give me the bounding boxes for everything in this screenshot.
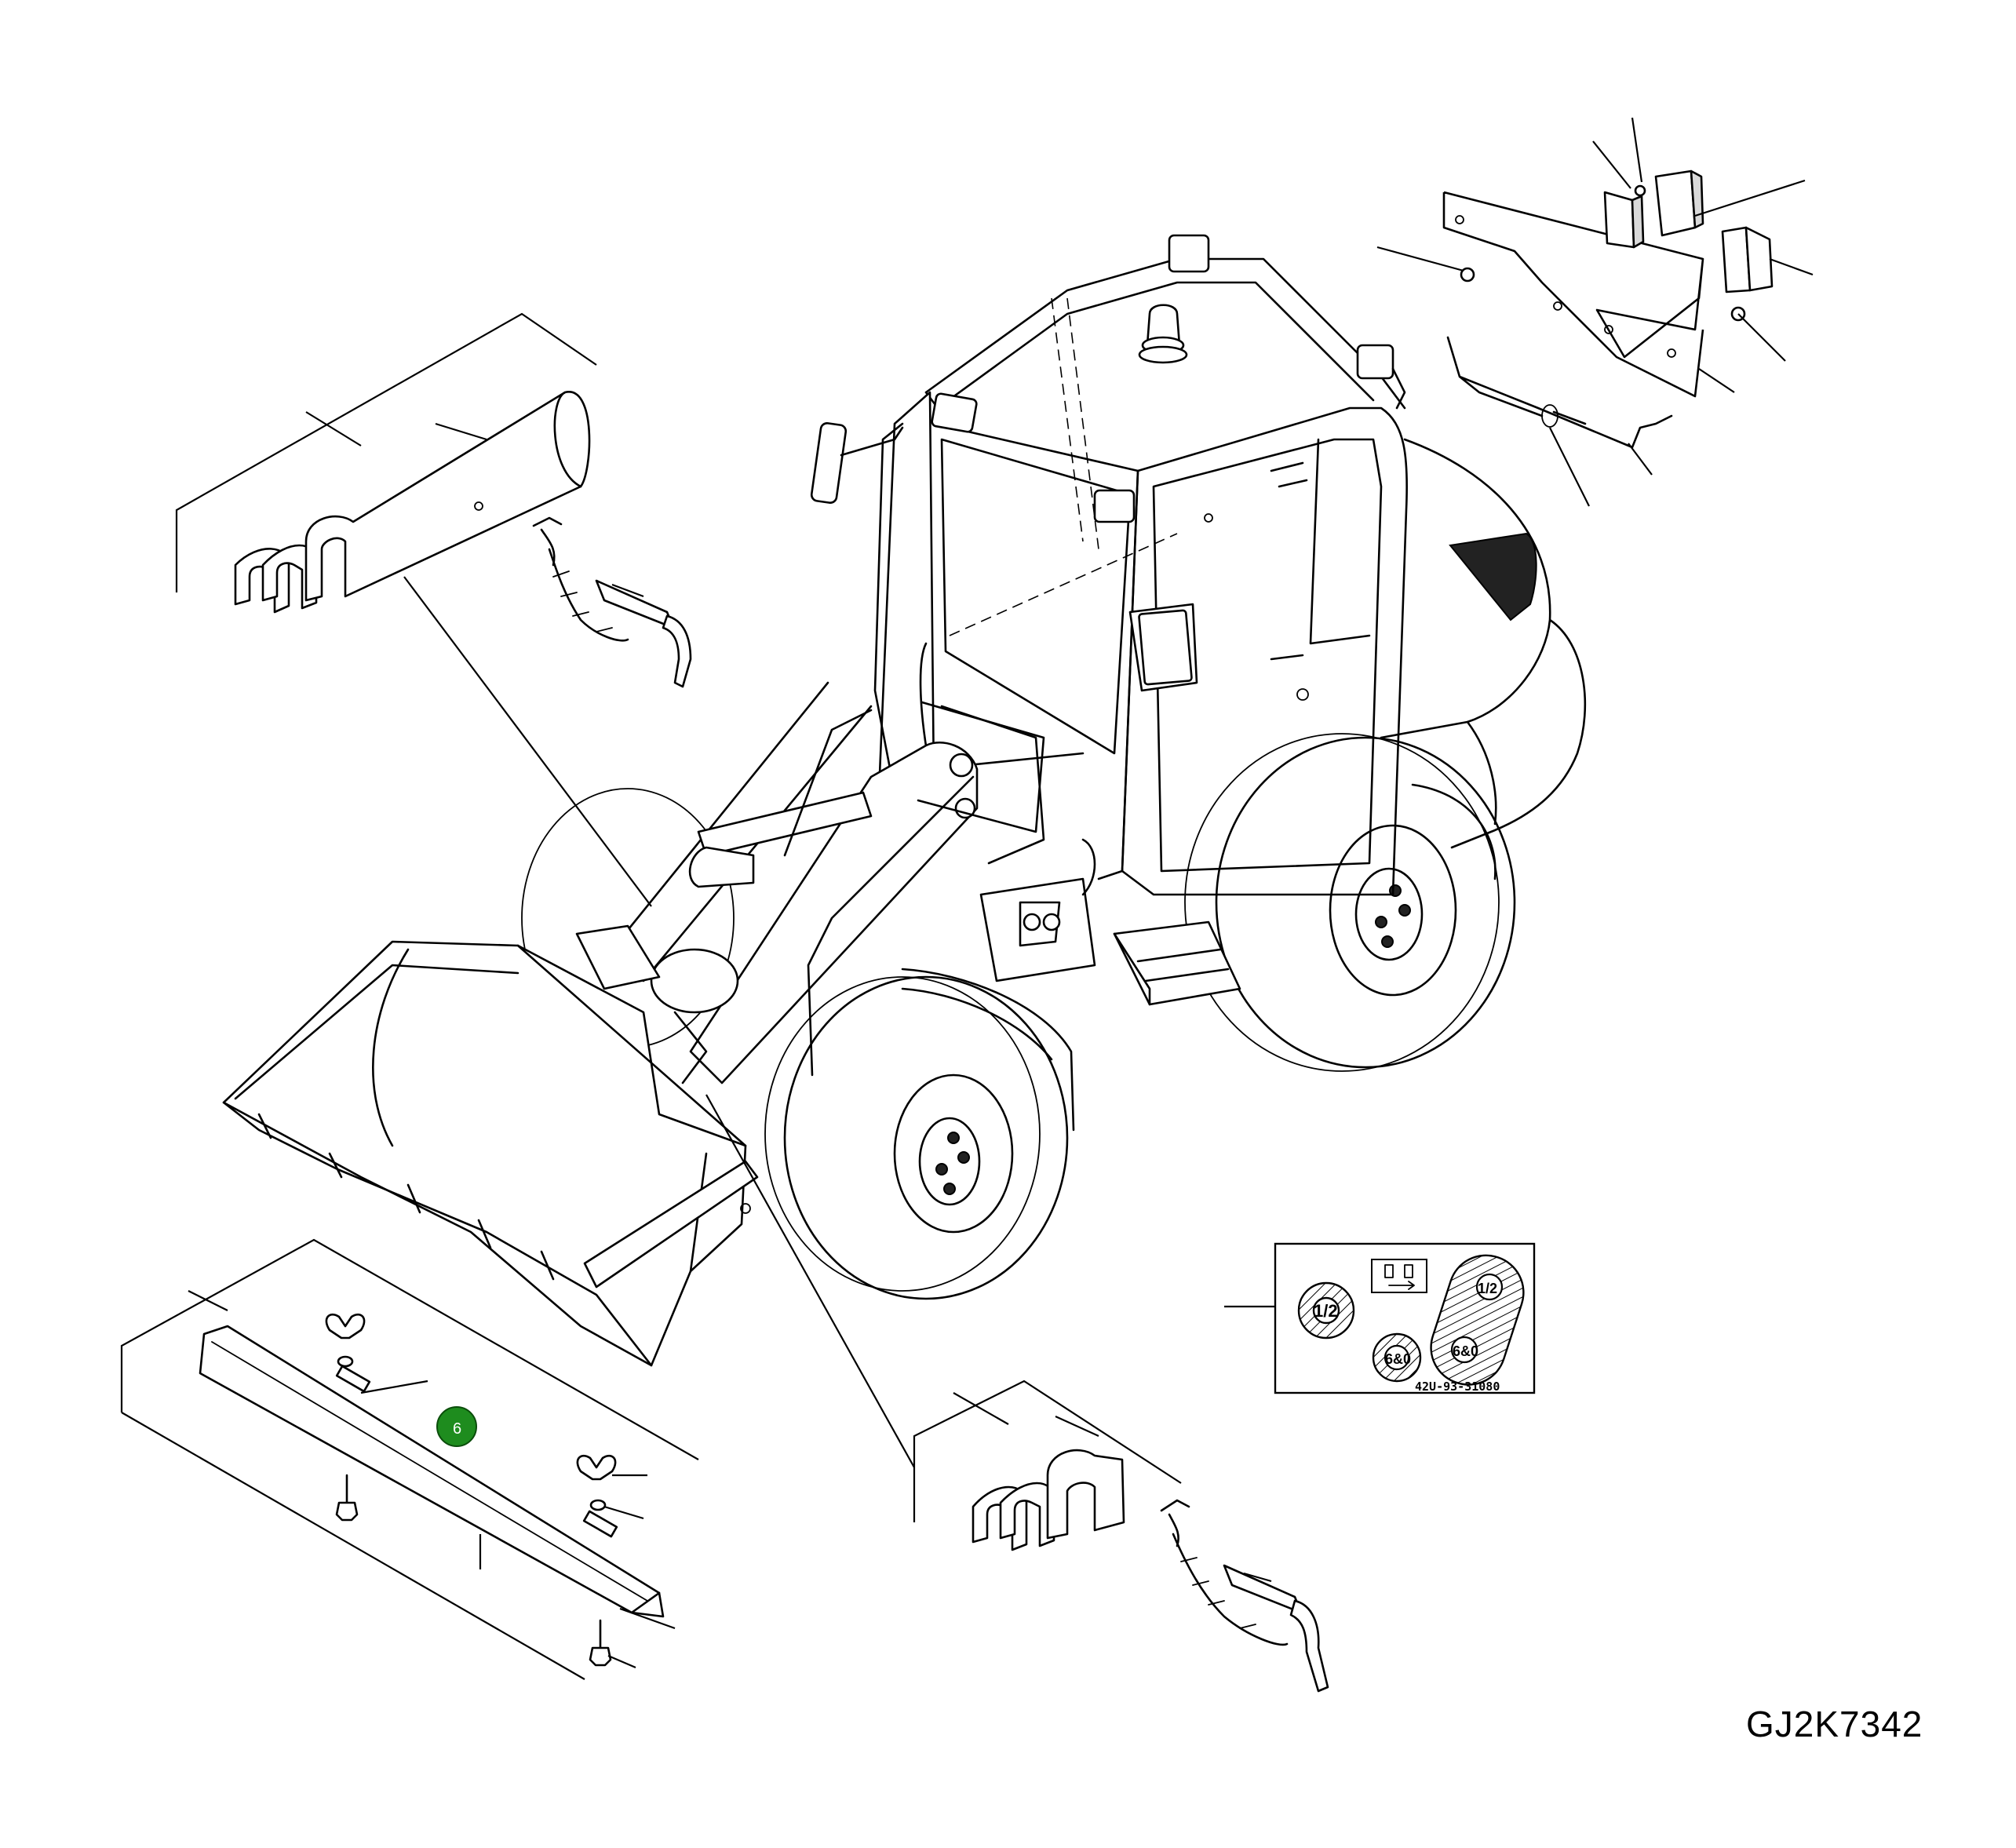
bolt-2 (589, 1619, 612, 1667)
lamp-housing-1 (1603, 191, 1645, 249)
wheel-loader-illustration (222, 234, 1587, 1367)
callout-marker[interactable]: 6 (436, 1406, 477, 1447)
work-light-rear (1356, 344, 1406, 410)
drawing-number: GJ2K7342 (1746, 1704, 1923, 1744)
decal-symbol-oval: 1/2 6&0 (1430, 1254, 1525, 1386)
work-light-front-right (1093, 489, 1136, 523)
engine-hood (1380, 438, 1587, 849)
wing-nut-1 (325, 1313, 371, 1393)
work-light-front-left (931, 392, 978, 433)
side-mirror-right (1138, 609, 1193, 686)
headlight-icon (1371, 1259, 1427, 1293)
lock-pin-with-chain-2 (1160, 1499, 1329, 1693)
attachment-coupler (575, 701, 1045, 990)
edge-protector-sheet (199, 1325, 665, 1618)
bucket-edge-protector-kit: 6 (120, 1238, 699, 1680)
loader-bucket (222, 940, 759, 1367)
front-fender (901, 968, 1075, 1132)
decal-symbol-text: 1/2 (1314, 1301, 1338, 1321)
roof-beacon (1138, 304, 1188, 364)
lamp-housing-3 (1721, 226, 1774, 293)
engine-grille (1449, 532, 1537, 621)
callout-number: 6 (453, 1420, 461, 1438)
bolt-icon (1460, 267, 1475, 282)
bucket-teeth-guard-kit-bottom (913, 1380, 1329, 1693)
operator-cab (873, 257, 1409, 896)
decal-symbol-text: 6&0 (1385, 1351, 1411, 1367)
entry-steps (1113, 920, 1241, 1006)
decal-symbol-text: 6&0 (1453, 1343, 1478, 1359)
side-mirror-left (810, 421, 904, 505)
mounting-plate (1442, 191, 1704, 398)
bolt-1 (335, 1474, 359, 1522)
decal-symbol-left: 1/2 (1297, 1281, 1355, 1340)
lock-pin-with-chain (532, 516, 692, 688)
wing-nut-2 (576, 1454, 618, 1538)
decal-symbol-bottom: 6&0 (1372, 1332, 1422, 1383)
decal-symbol-text: 1/2 (1478, 1281, 1497, 1296)
leader-line (705, 1094, 915, 1468)
bucket-teeth-guard-kit-top (175, 312, 692, 907)
rear-wheel (1184, 733, 1516, 1072)
work-light-roof-top (1168, 234, 1210, 273)
washer-icon (1634, 184, 1646, 197)
light-bracket-kit (1376, 117, 1814, 507)
teeth-cover-clip (234, 544, 318, 614)
decal-part-code: 42U-93-31080 (1415, 1380, 1500, 1394)
front-wheel (764, 975, 1069, 1300)
teeth-cover-clip-2 (972, 1482, 1055, 1551)
teeth-cover-end (1046, 1449, 1125, 1540)
teeth-cover-guard (304, 391, 591, 602)
lamp-housing-2 (1654, 169, 1704, 237)
decal-panel: 1/2 6&0 1/2 6&0 42U-93-31080 (1224, 1242, 1536, 1394)
loader-boom (611, 681, 1096, 1084)
